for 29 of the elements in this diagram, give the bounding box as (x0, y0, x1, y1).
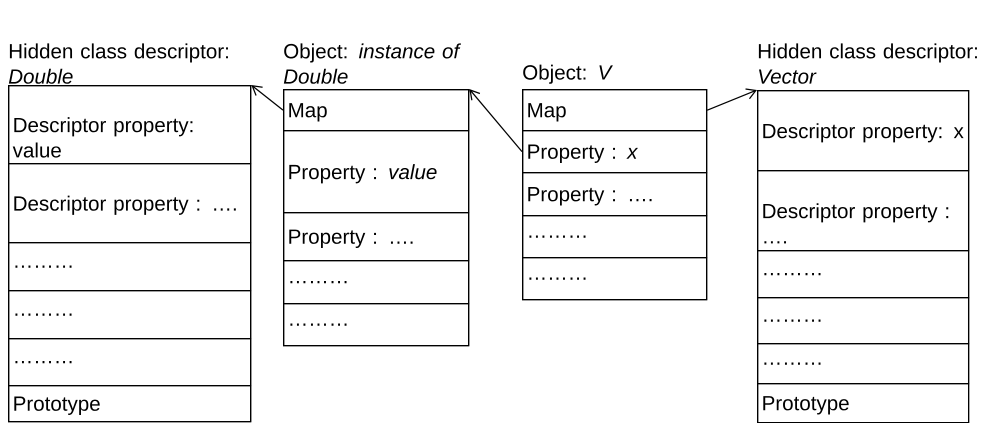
arrow (251, 85, 284, 111)
arrow (469, 89, 522, 152)
arrow (707, 88, 757, 111)
table-cell: ……… (8, 338, 252, 386)
table-cell: Prototype (8, 385, 252, 422)
table-cell: Descriptor property : …. (757, 170, 970, 252)
table-cell: Prototype (757, 383, 970, 423)
table-heading: Hidden class descriptor: Vector (758, 43, 977, 84)
table-cell: ……… (283, 260, 470, 304)
table-cell: ……… (8, 290, 252, 340)
table-cell: Property : value (283, 130, 470, 214)
table-cell: ……… (8, 242, 252, 292)
table-cell: ……… (283, 303, 470, 346)
table-cell: ……… (522, 215, 708, 258)
table-cell: Descriptor property: value (8, 85, 252, 164)
table-cell: Map (522, 89, 708, 132)
table-cell: Descriptor property : …. (8, 163, 252, 244)
table-cell: ……… (757, 343, 970, 384)
table-cell: ……… (522, 257, 708, 300)
table-cell: ……… (757, 297, 970, 344)
table-cell: Map (283, 89, 470, 132)
table-heading: Object: instance of Double (284, 43, 461, 84)
table-cell: Descriptor property: x (757, 90, 970, 172)
table-heading: Object: V (523, 64, 613, 84)
table-cell: Property : x (522, 130, 708, 174)
table-cell: ……… (757, 250, 970, 298)
table-cell: Property : …. (522, 172, 708, 216)
table-heading: Hidden class descriptor: Double (8, 43, 228, 84)
table-cell: Property : …. (283, 212, 470, 262)
